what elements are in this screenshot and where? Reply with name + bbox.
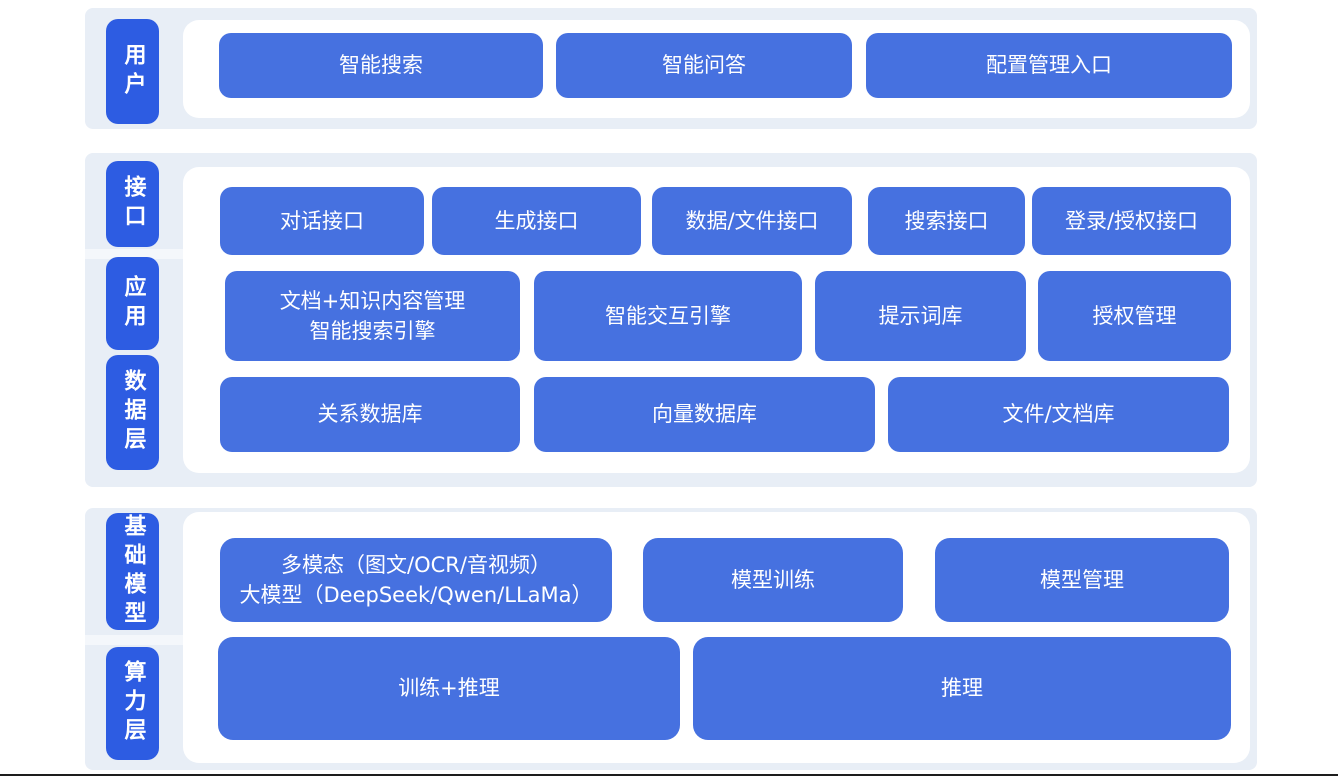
node-doc-knowledge-search-engine: 文档+知识内容管理 智能搜索引擎 [225, 271, 520, 361]
layer-label-base-model: 基础模型 [106, 513, 159, 630]
node-generation-api: 生成接口 [432, 187, 641, 255]
node-smart-qa: 智能问答 [556, 33, 852, 98]
layer-label-data-layer: 数据层 [106, 355, 159, 470]
node-login-auth-api: 登录/授权接口 [1032, 187, 1231, 255]
node-config-management-entry: 配置管理入口 [866, 33, 1232, 98]
node-relational-db: 关系数据库 [220, 377, 520, 452]
node-training-inference: 训练+推理 [218, 637, 680, 740]
layer-label-user: 用户 [106, 19, 159, 124]
node-vector-db: 向量数据库 [534, 377, 875, 452]
node-model-training: 模型训练 [643, 538, 903, 622]
node-auth-management: 授权管理 [1038, 271, 1231, 361]
node-search-api: 搜索接口 [868, 187, 1025, 255]
layer-label-compute-layer: 算力层 [106, 647, 159, 760]
platform-section-divider [85, 249, 184, 259]
node-inference: 推理 [693, 637, 1231, 740]
foundation-section-divider [85, 635, 184, 645]
layer-label-interface: 接口 [106, 161, 159, 247]
node-smart-search: 智能搜索 [219, 33, 543, 98]
node-dialog-api: 对话接口 [220, 187, 424, 255]
node-file-doc-store: 文件/文档库 [888, 377, 1229, 452]
node-prompt-library: 提示词库 [815, 271, 1026, 361]
node-model-management: 模型管理 [935, 538, 1229, 622]
node-multimodal-llm: 多模态（图文/OCR/音视频） 大模型（DeepSeek/Qwen/LLaMa） [220, 538, 612, 622]
layer-label-application: 应用 [106, 257, 159, 350]
node-interaction-engine: 智能交互引擎 [534, 271, 802, 361]
node-data-file-api: 数据/文件接口 [652, 187, 852, 255]
bottom-rule [0, 774, 1338, 776]
